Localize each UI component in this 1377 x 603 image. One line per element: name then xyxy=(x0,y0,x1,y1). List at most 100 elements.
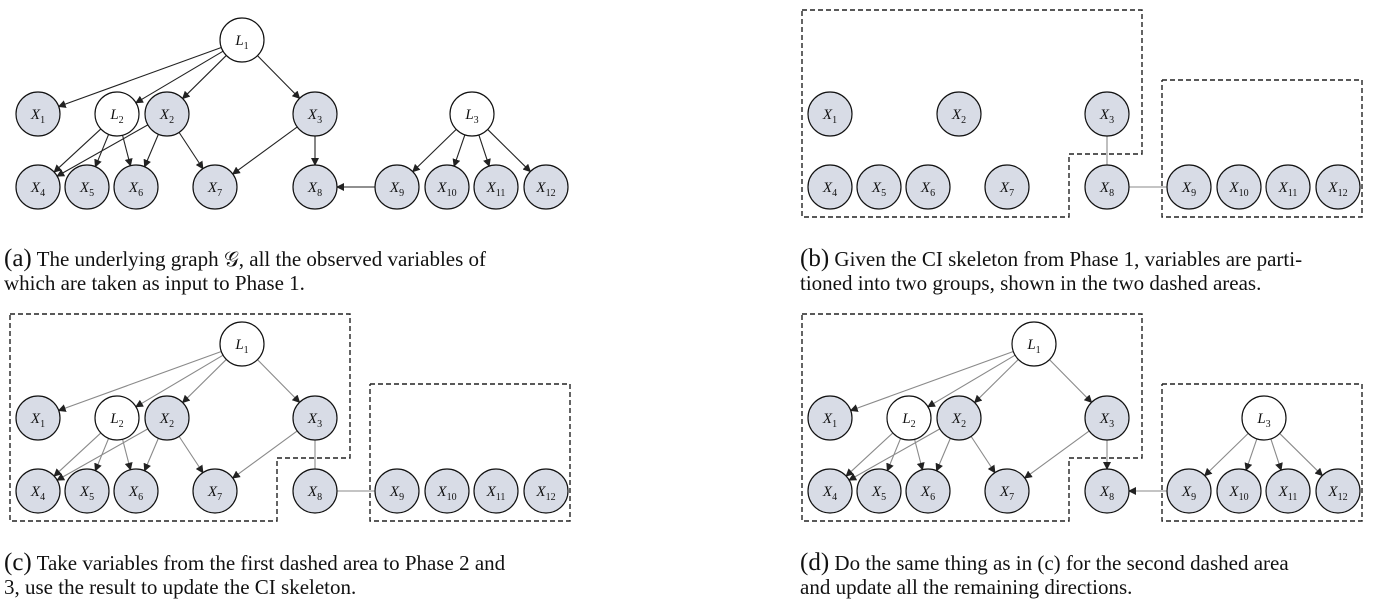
node-label: X6 xyxy=(920,484,935,503)
node-label: L1 xyxy=(1026,337,1040,356)
edge-L3-X9 xyxy=(412,128,457,173)
node-label: L3 xyxy=(1256,411,1270,430)
node-label: X8 xyxy=(1099,180,1114,199)
node-label: X3 xyxy=(1099,107,1114,126)
dashed-area-group-1 xyxy=(801,313,1143,522)
node-x10: X10 xyxy=(424,468,470,514)
node-label: X1 xyxy=(822,107,837,126)
node-label: X4 xyxy=(30,484,45,503)
dashed-area-group-1 xyxy=(9,313,351,522)
node-label: X4 xyxy=(30,180,45,199)
node-x1: X1 xyxy=(15,91,61,137)
node-x6: X6 xyxy=(905,468,951,514)
edge-L1-X3 xyxy=(1049,359,1093,404)
edge-L3-X12 xyxy=(1279,433,1324,477)
edge-L1-X3 xyxy=(257,359,301,404)
edge-L2-X6 xyxy=(122,439,133,471)
node-label: X1 xyxy=(822,411,837,430)
node-x1: X1 xyxy=(807,395,853,441)
node-label: X2 xyxy=(951,411,966,430)
edge-L1-L2 xyxy=(927,354,1016,408)
caption-c: (c) Take variables from the first dashed… xyxy=(4,549,506,599)
edge-X2-X4 xyxy=(56,124,149,177)
node-label: L3 xyxy=(464,107,478,126)
node-x2: X2 xyxy=(144,91,190,137)
node-x11: X11 xyxy=(473,468,519,514)
node-x2: X2 xyxy=(144,395,190,441)
edge-X2-X6 xyxy=(143,438,159,472)
node-label: X3 xyxy=(307,411,322,430)
node-x9: X9 xyxy=(1166,164,1212,210)
node-x5: X5 xyxy=(64,164,110,210)
edge-L1-X1 xyxy=(57,46,222,108)
node-x3: X3 xyxy=(1084,395,1130,441)
edge-L1-L2 xyxy=(135,50,224,104)
node-label: X11 xyxy=(1278,180,1298,199)
edge-L2-X4 xyxy=(845,432,894,477)
node-x8: X8 xyxy=(1084,164,1130,210)
edge-L3-X12 xyxy=(487,129,532,173)
node-label: X1 xyxy=(30,411,45,430)
node-label: X9 xyxy=(1181,484,1196,503)
node-label: X5 xyxy=(79,484,94,503)
node-l1: L1 xyxy=(1011,321,1057,367)
node-x6: X6 xyxy=(905,164,951,210)
node-label: X12 xyxy=(1327,484,1347,503)
node-label: X6 xyxy=(128,484,143,503)
node-label: X12 xyxy=(535,180,555,199)
node-x6: X6 xyxy=(113,468,159,514)
edge-X2-X4 xyxy=(56,428,149,481)
node-label: X3 xyxy=(307,107,322,126)
caption-a: (a) The underlying graph 𝒢, all the obse… xyxy=(4,245,487,295)
node-x4: X4 xyxy=(15,164,61,210)
node-x8: X8 xyxy=(1084,468,1130,514)
node-l3: L3 xyxy=(449,91,495,137)
caption-b: (b) Given the CI skeleton from Phase 1, … xyxy=(800,245,1303,295)
edge-L1-X1 xyxy=(849,350,1014,412)
edge-L1-X1 xyxy=(57,350,222,412)
node-label: X2 xyxy=(951,107,966,126)
node-x2: X2 xyxy=(936,395,982,441)
node-x3: X3 xyxy=(292,91,338,137)
node-x11: X11 xyxy=(473,164,519,210)
node-label: X11 xyxy=(486,180,506,199)
node-x1: X1 xyxy=(15,395,61,441)
node-label: X7 xyxy=(999,180,1014,199)
edge-X2-X7 xyxy=(178,436,204,474)
edge-L3-X9 xyxy=(1204,432,1249,477)
node-label: X5 xyxy=(871,180,886,199)
node-label: X1 xyxy=(30,107,45,126)
node-x12: X12 xyxy=(523,468,569,514)
node-label: X7 xyxy=(207,484,222,503)
node-label: X12 xyxy=(535,484,555,503)
edge-X3-X7 xyxy=(231,430,298,479)
node-x10: X10 xyxy=(424,164,470,210)
node-l1: L1 xyxy=(219,17,265,63)
edge-L2-X6 xyxy=(914,439,925,471)
edge-X2-X4 xyxy=(848,428,941,481)
node-x12: X12 xyxy=(523,164,569,210)
edge-L1-X3 xyxy=(257,55,301,100)
node-label: X11 xyxy=(1278,484,1298,503)
node-x7: X7 xyxy=(192,468,238,514)
node-label: L2 xyxy=(109,107,123,126)
node-x9: X9 xyxy=(1166,468,1212,514)
node-x5: X5 xyxy=(856,468,902,514)
node-label: X10 xyxy=(436,180,456,199)
edge-X3-X7 xyxy=(1023,430,1090,479)
node-l3: L3 xyxy=(1241,395,1287,441)
node-label: X10 xyxy=(436,484,456,503)
node-x4: X4 xyxy=(807,164,853,210)
edge-L3-X10 xyxy=(452,134,466,168)
node-x3: X3 xyxy=(292,395,338,441)
node-label: X5 xyxy=(79,180,94,199)
node-label: X4 xyxy=(822,484,837,503)
edge-X3-X7 xyxy=(231,126,298,175)
node-label: X7 xyxy=(207,180,222,199)
node-l1: L1 xyxy=(219,321,265,367)
node-label: L2 xyxy=(109,411,123,430)
